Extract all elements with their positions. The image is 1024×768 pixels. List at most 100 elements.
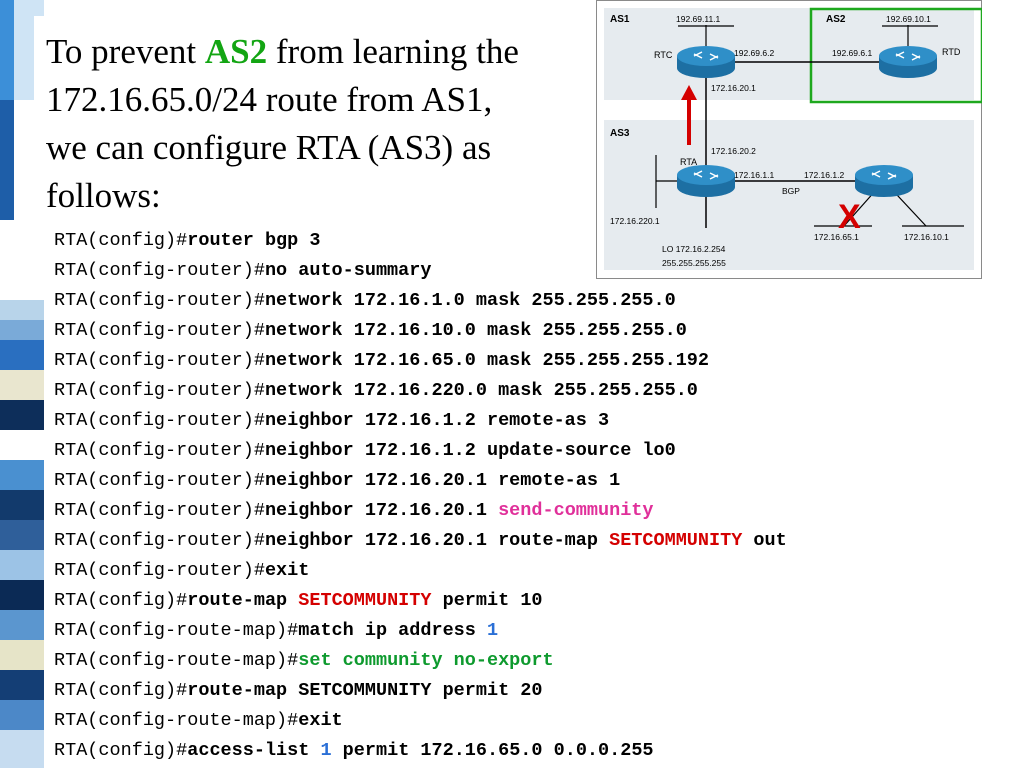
code-line: RTA(config)#route-map SETCOMMUNITY permi… [54,676,1014,706]
code-command: permit 10 [431,590,543,611]
stripe-block [0,550,44,580]
as1-label: AS1 [610,14,630,25]
slide-title: To prevent AS2 from learning the 172.16.… [46,28,536,220]
code-prompt: RTA(config-router)# [54,350,265,371]
code-line: RTA(config-route-map)#match ip address 1 [54,616,1014,646]
as3-region [604,120,974,270]
stripe-block [0,670,44,700]
ip-172-16-20-2: 172.16.20.2 [711,146,756,156]
code-prompt: RTA(config)# [54,740,188,761]
ip-192-69-11-1: 192.69.11.1 [676,14,721,24]
code-line: RTA(config)#route-map SETCOMMUNITY permi… [54,586,1014,616]
code-prompt: RTA(config-router)# [54,380,265,401]
code-command: neighbor 172.16.1.2 update-source lo0 [264,440,676,461]
title-box [34,16,534,216]
code-prompt: RTA(config-router)# [54,290,265,311]
ip-192-69-6-1: 192.69.6.1 [832,48,872,58]
code-line: RTA(config-router)#network 172.16.10.0 m… [54,316,1014,346]
code-command: send-community [498,500,654,521]
code-command: set community no-export [298,650,554,671]
code-prompt: RTA(config-router)# [54,410,265,431]
code-prompt: RTA(config-router)# [54,470,265,491]
code-command: exit [298,710,343,731]
code-command: SETCOMMUNITY [609,530,743,551]
code-command: router bgp 3 [187,230,321,251]
code-command: network 172.16.65.0 mask 255.255.255.192 [264,350,710,371]
code-command: route-map [187,590,299,611]
code-prompt: RTA(config-router)# [54,440,265,461]
decorative-side-stripe [0,0,44,768]
code-line: RTA(config-router)#network 172.16.65.0 m… [54,346,1014,376]
code-command: exit [264,560,310,581]
stripe-block [0,460,44,490]
loopback-mask: 255.255.255.255 [662,258,726,268]
stripe-block [0,580,44,610]
stripe-block [0,640,44,670]
code-command: neighbor 172.16.1.2 remote-as 3 [264,410,610,431]
ip-172-16-220-1: 172.16.220.1 [610,216,660,226]
code-line: RTA(config-router)#neighbor 172.16.20.1 … [54,466,1014,496]
code-prompt: RTA(config-route-map)# [54,650,299,671]
code-command: neighbor 172.16.20.1 [264,500,499,521]
ip-192-69-6-2: 192.69.6.2 [734,48,774,58]
stripe-block [0,400,44,430]
code-line: RTA(config-router)#neighbor 172.16.1.2 r… [54,406,1014,436]
red-arrow-up-icon [681,85,697,145]
code-command: no auto-summary [264,260,432,281]
code-line: RTA(config)#router bgp 3 [54,226,1014,256]
code-prompt: RTA(config)# [54,230,188,251]
code-line: RTA(config-router)#network 172.16.1.0 ma… [54,286,1014,316]
x-mark: X [838,198,861,236]
title-highlight-as2: AS2 [204,32,268,71]
stripe-block [0,370,44,400]
code-command: network 172.16.220.0 mask 255.255.255.0 [264,380,698,401]
ip-192-69-10-1: 192.69.10.1 [886,14,931,24]
router-rtc-icon [677,46,735,78]
ip-172-16-1-1: 172.16.1.1 [734,170,774,180]
ip-172-16-10-1: 172.16.10.1 [904,232,949,242]
rta-label: RTA [680,157,697,167]
code-command: network 172.16.1.0 mask 255.255.255.0 [264,290,676,311]
stripe-block [0,220,44,300]
as3-label: AS3 [610,128,630,139]
code-prompt: RTA(config-router)# [54,260,265,281]
title-prefix: To prevent [46,32,205,71]
network-diagram: AS1 AS2 AS3 RTC RTD RTA BGP X 192.69.11.… [596,0,982,279]
stripe-block [0,610,44,640]
code-command: 1 [320,740,332,761]
stripe-block [0,490,44,520]
code-command: network 172.16.10.0 mask 255.255.255.0 [264,320,687,341]
stripe-block [0,100,14,220]
code-line: RTA(config-router)#neighbor 172.16.1.2 u… [54,436,1014,466]
stripe-block [0,320,44,340]
code-prompt: RTA(config-router)# [54,560,265,581]
stripe-block [0,430,44,460]
as2-label: AS2 [826,14,846,25]
code-command: 1 [486,620,499,641]
rtd-label: RTD [942,47,961,57]
code-line: RTA(config-router)#neighbor 172.16.20.1 … [54,496,1014,526]
stripe-block [0,520,44,550]
code-prompt: RTA(config-router)# [54,500,265,521]
as2-highlight-box [809,7,982,104]
ip-172-16-65-1: 172.16.65.1 [814,232,859,242]
code-prompt: RTA(config-route-map)# [54,620,299,641]
code-command: access-list [187,740,321,761]
code-line: RTA(config-router)#network 172.16.220.0 … [54,376,1014,406]
code-command: match ip address [298,620,487,641]
code-line: RTA(config-router)#exit [54,556,1014,586]
stripe-block [0,0,14,100]
code-prompt: RTA(config)# [54,680,188,701]
router-rtb-icon [855,165,913,197]
code-command: route-map SETCOMMUNITY permit 20 [187,680,543,701]
code-line: RTA(config)#access-list 1 permit 172.16.… [54,736,1014,766]
rtc-label: RTC [654,50,673,60]
code-prompt: RTA(config-router)# [54,530,265,551]
code-command: neighbor 172.16.20.1 route-map [264,530,610,551]
code-line: RTA(config-router)#no auto-summary [54,256,1014,286]
stripe-block [0,300,44,320]
stripe-block [0,730,44,768]
ip-172-16-20-1: 172.16.20.1 [711,83,756,93]
title-suffix: from learning the 172.16.65.0/24 route f… [46,32,519,215]
